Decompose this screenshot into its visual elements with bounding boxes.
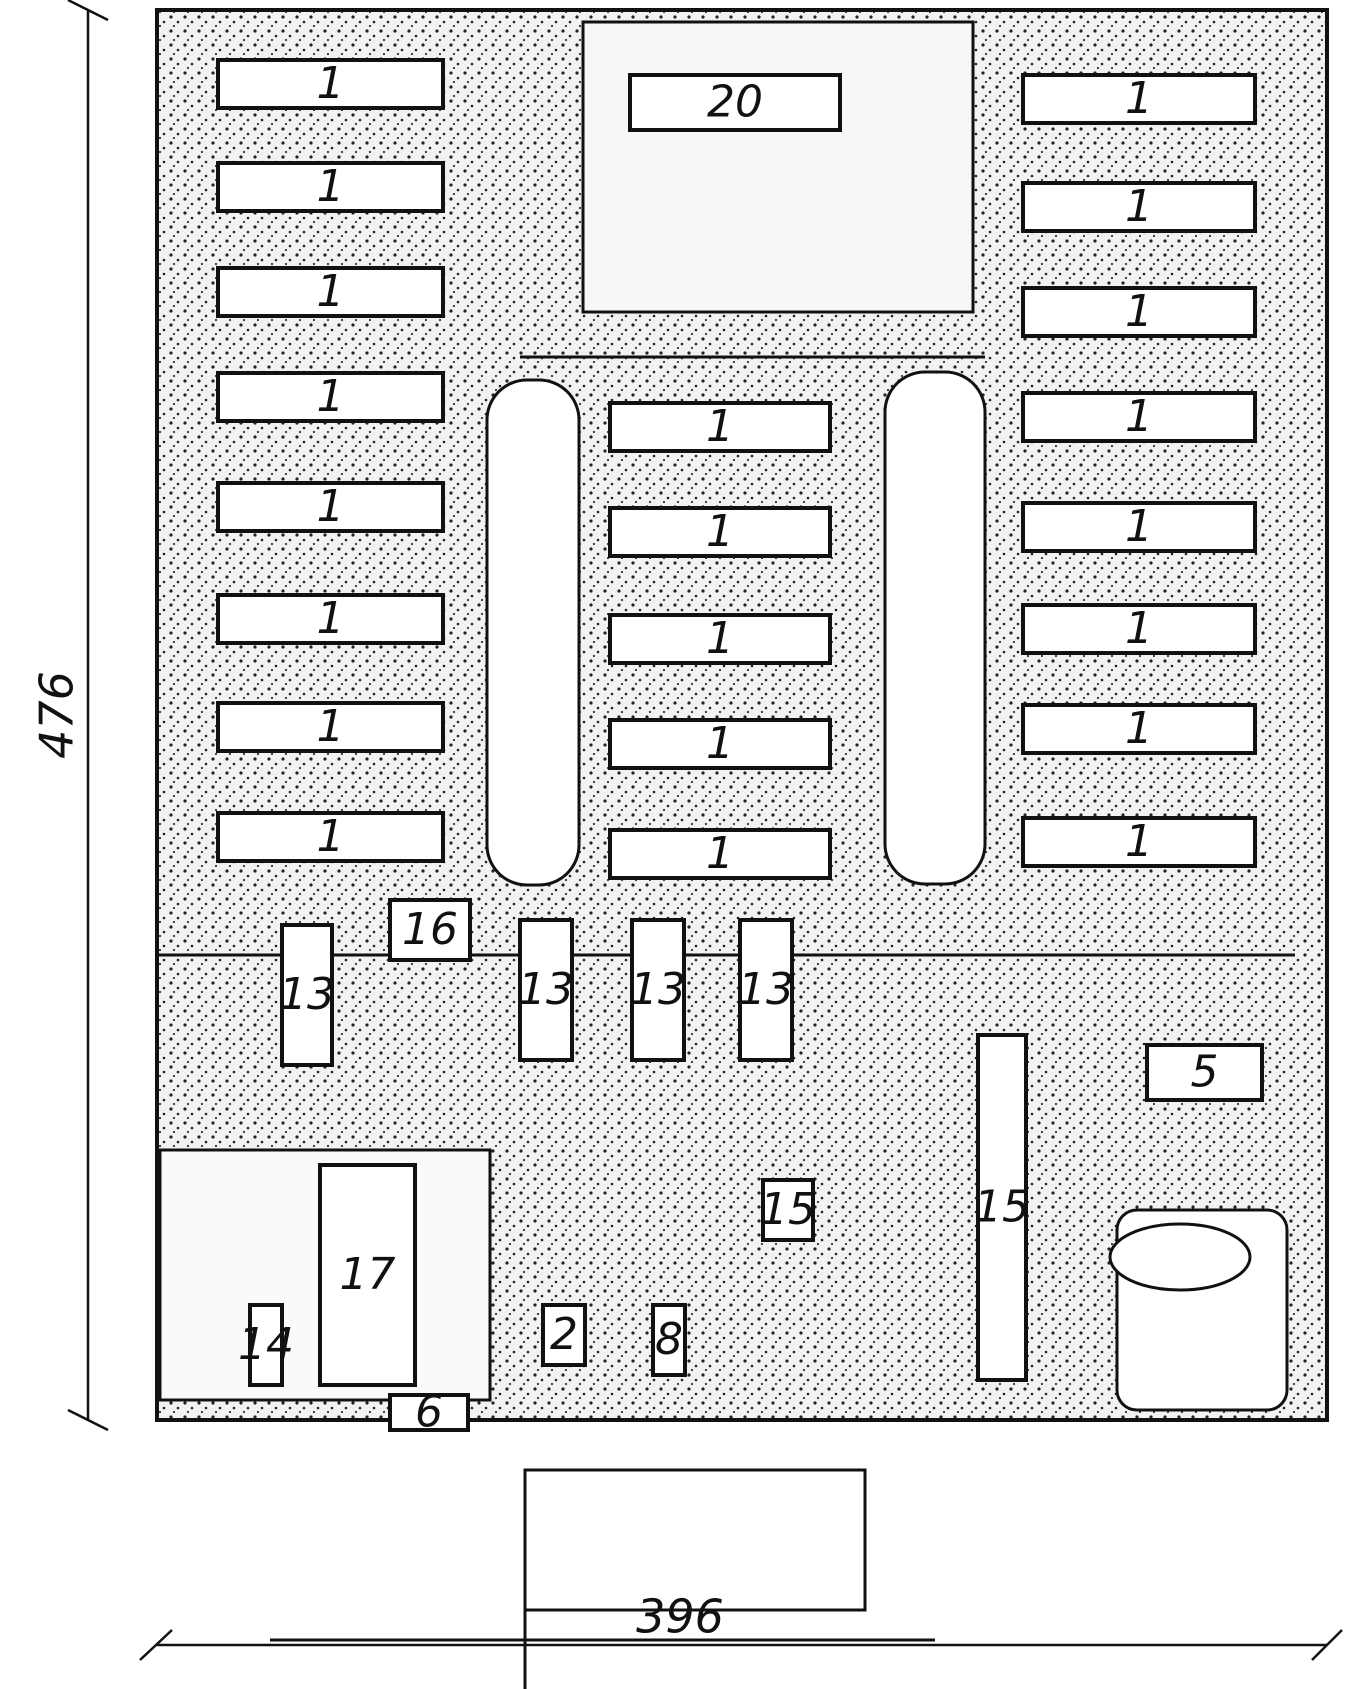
building-1-3	[216, 371, 445, 423]
building-1-14	[1021, 181, 1257, 233]
building-1-1	[216, 161, 445, 213]
building-1-17	[1021, 501, 1257, 553]
building-20-21	[628, 73, 842, 132]
building-label-1: 1	[317, 161, 345, 212]
dimension-tick-left	[139, 1629, 173, 1661]
building-13-24	[518, 918, 574, 1062]
dimension-width-label: 396	[636, 1590, 724, 1644]
building-label-16: 1	[1125, 391, 1153, 442]
label-layer: 1 1 1 1 1 1 1 1 1 1 1 1 1 1 1 1 1 1 1 1 1 20 13 16 13 13 13 5 15 15 17…	[238, 58, 1219, 1438]
building-1-5	[216, 593, 445, 645]
building-label-19: 1	[1125, 703, 1153, 754]
building-label-13: 1	[1125, 73, 1153, 124]
building-13-26	[738, 918, 794, 1062]
building-label-12: 1	[706, 828, 734, 879]
roads	[155, 355, 1295, 1689]
building-8-33	[651, 1303, 687, 1377]
building-label-20: 1	[1125, 816, 1153, 867]
parking-area	[523, 1468, 867, 1612]
dimension-tick-bottom	[67, 1408, 109, 1432]
dimension-lines	[67, 0, 1343, 1661]
building-label-10: 1	[706, 613, 734, 664]
planting-strip-right	[883, 370, 987, 886]
northern-lawn	[581, 20, 975, 314]
building-label-3: 1	[317, 371, 345, 422]
building-1-18	[1021, 603, 1257, 655]
building-label-24: 13	[518, 964, 574, 1015]
building-label-17: 1	[1125, 501, 1153, 552]
building-13-22	[280, 923, 334, 1067]
building-label-21: 20	[707, 77, 763, 128]
building-label-9: 1	[706, 506, 734, 557]
building-17-30	[318, 1163, 417, 1387]
building-14-31	[248, 1303, 284, 1387]
building-5-27	[1145, 1043, 1264, 1102]
building-1-11	[608, 718, 832, 770]
building-1-19	[1021, 703, 1257, 755]
building-1-6	[216, 701, 445, 753]
building-label-33: 8	[655, 1314, 683, 1365]
building-label-31: 14	[238, 1319, 294, 1370]
building-15-29	[976, 1033, 1028, 1382]
building-1-13	[1021, 73, 1257, 125]
building-label-15: 1	[1125, 286, 1153, 337]
planting-strip-left	[485, 378, 581, 887]
building-label-23: 16	[402, 904, 458, 955]
building-label-6: 1	[317, 701, 345, 752]
building-label-5: 1	[317, 593, 345, 644]
building-label-14: 1	[1125, 181, 1153, 232]
building-1-8	[608, 401, 832, 453]
building-layer	[216, 58, 1264, 1432]
building-label-2: 1	[317, 266, 345, 317]
building-label-30: 17	[340, 1249, 396, 1300]
building-13-25	[630, 918, 686, 1062]
dimension-tick-right	[1311, 1629, 1343, 1661]
building-label-18: 1	[1125, 603, 1153, 654]
building-label-28: 15	[760, 1184, 816, 1235]
building-label-27: 5	[1191, 1047, 1219, 1098]
building-2-32	[541, 1303, 587, 1367]
building-label-34: 6	[415, 1387, 443, 1438]
building-1-10	[608, 613, 832, 665]
building-label-29: 15	[974, 1182, 1030, 1233]
building-1-12	[608, 828, 832, 880]
building-label-32: 2	[550, 1309, 578, 1360]
building-label-11: 1	[706, 718, 734, 769]
building-15-28	[761, 1178, 815, 1242]
building-label-7: 1	[317, 811, 345, 862]
building-label-26: 13	[738, 964, 794, 1015]
dimension-tick-top	[67, 0, 109, 22]
building-6-34	[388, 1393, 470, 1432]
building-label-22: 13	[279, 969, 335, 1020]
building-1-9	[608, 506, 832, 558]
building-1-16	[1021, 391, 1257, 443]
building-1-7	[216, 811, 445, 863]
building-1-15	[1021, 286, 1257, 338]
building-1-4	[216, 481, 445, 533]
building-label-8: 1	[706, 401, 734, 452]
building-label-25: 13	[630, 964, 686, 1015]
building-16-23	[388, 898, 472, 962]
running-track	[1108, 1222, 1252, 1292]
building-1-0	[216, 58, 445, 110]
building-1-20	[1021, 816, 1257, 868]
building-label-4: 1	[317, 481, 345, 532]
building-label-0: 1	[317, 58, 345, 109]
building-1-2	[216, 266, 445, 318]
dimension-height-label: 476	[30, 671, 84, 759]
